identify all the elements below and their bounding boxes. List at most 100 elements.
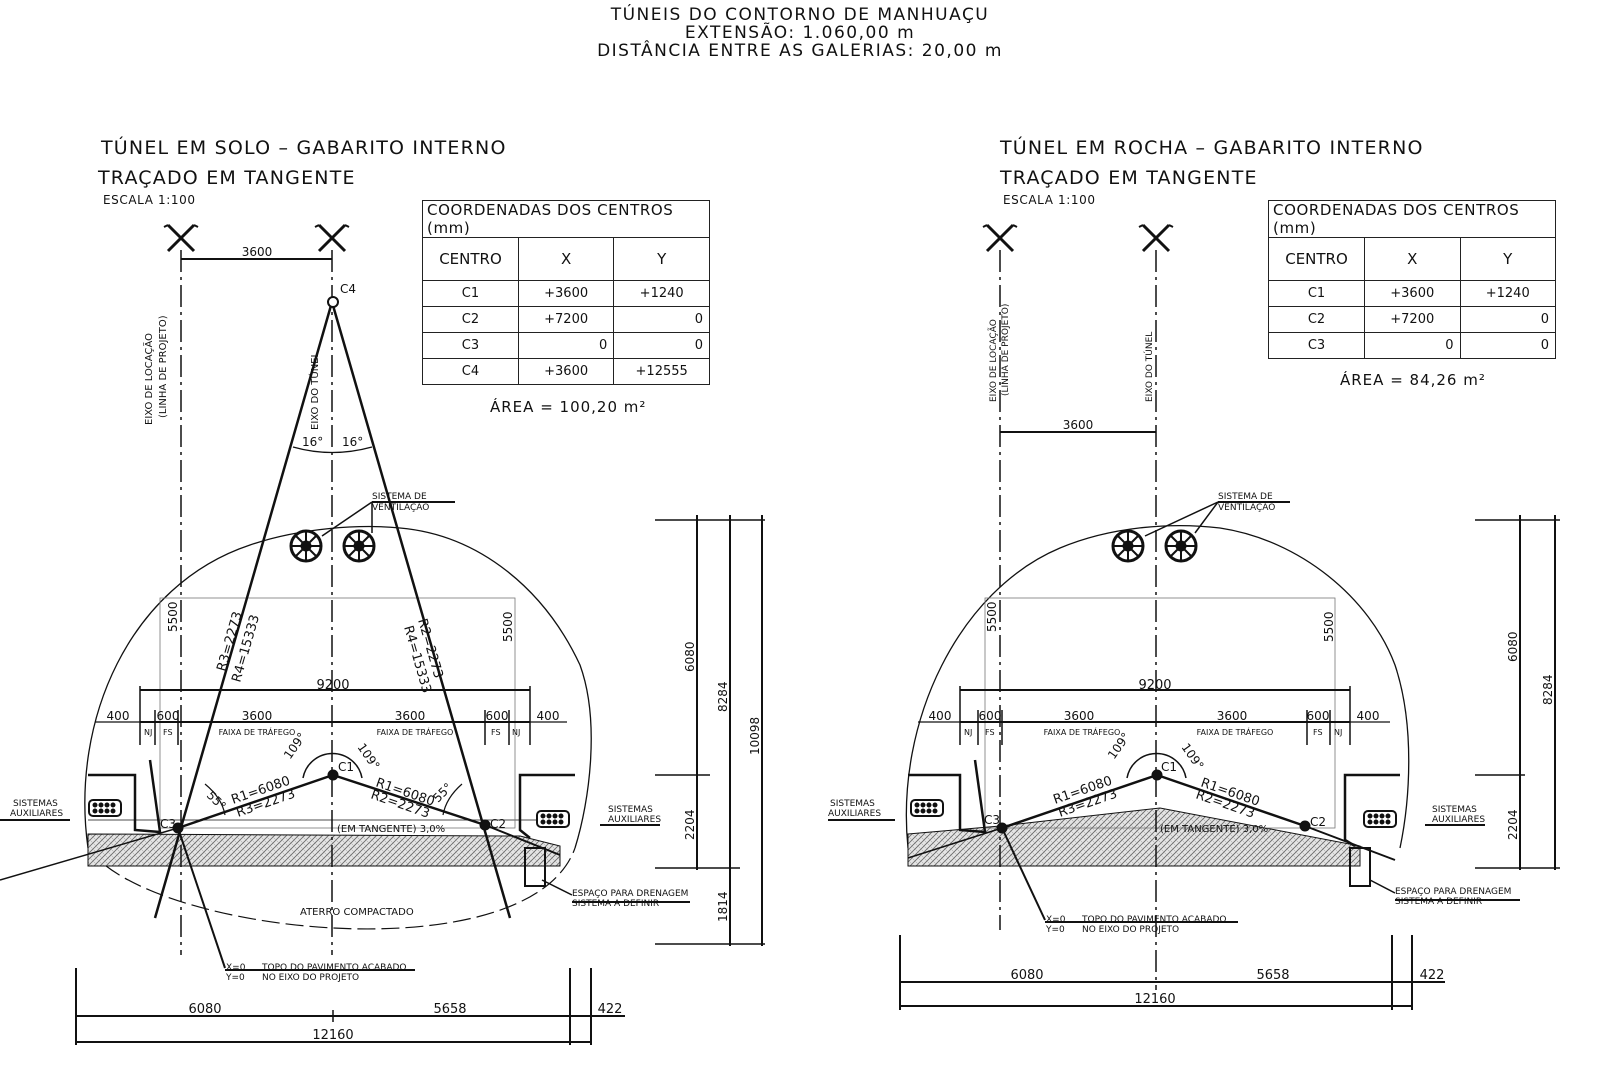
right-c1-point [1151, 769, 1163, 781]
right-fs-label-r: FS [1313, 728, 1323, 737]
left-curb-left [88, 759, 162, 834]
right-no-eixo-label: NO EIXO DO PROJETO [1082, 925, 1179, 935]
right-dim-6080-b: 6080 [1010, 968, 1043, 983]
right-axis-marker [981, 223, 1019, 253]
right-subtitle: TRAÇADO EM TANGENTE [1000, 167, 1258, 189]
right-dim-5500-l: 5500 [985, 601, 999, 632]
left-aux-line [484, 824, 561, 856]
left-fs-label: FS [163, 728, 173, 737]
right-sist-aux-r: SISTEMAS [1432, 805, 1477, 815]
header-line-2: EXTENSÃO: 1.060,00 m [684, 23, 916, 43]
left-sist-vent-label-2: VENTILAÇÃO [372, 502, 429, 513]
table-cell: 0 [1459, 332, 1556, 359]
right-nj-label: NJ [964, 728, 972, 737]
left-dim-600-l: 600 [157, 709, 180, 723]
left-nj-label-r: NJ [512, 728, 520, 737]
left-dim-5500-r: 5500 [501, 611, 515, 642]
left-dim-3600-top: 3600 [242, 245, 273, 259]
right-sist-vent-label: SISTEMA DE [1218, 492, 1273, 502]
left-c3-point [172, 822, 184, 834]
left-dim-5500-l: 5500 [166, 601, 180, 632]
left-dim-400-l: 400 [107, 709, 130, 723]
left-title: TÚNEL EM SOLO – GABARITO INTERNO [101, 137, 507, 159]
left-nj-label: NJ [144, 728, 152, 737]
table-cell: +3600 [517, 358, 615, 385]
left-c1-label: C1 [338, 760, 354, 774]
left-dim-6080-b: 6080 [188, 1002, 221, 1017]
table-row: C1 +3600 +1240 [422, 280, 710, 307]
right-fan-icon [1111, 529, 1145, 563]
right-dim-2204-v: 2204 [1506, 809, 1520, 840]
left-dim-3600-a: 3600 [242, 709, 273, 723]
right-em-tangente: (EM TANGENTE) 3,0% [1160, 824, 1268, 835]
left-leader-line [321, 501, 373, 537]
left-fan-icon [342, 529, 376, 563]
left-drenagem-label-2: SISTEMA A DEFINIR [572, 899, 659, 909]
right-faixa-label: FAIXA DE TRÁFEGO [1044, 726, 1121, 737]
right-sist-vent-label-2: VENTILAÇÃO [1218, 502, 1275, 513]
left-dim-9200: 9200 [316, 678, 349, 693]
left-faixa-label: FAIXA DE TRÁFEGO [219, 726, 296, 737]
left-aux-icon [88, 799, 122, 817]
right-y0-label: Y=0 [1045, 925, 1065, 935]
header-line-1: TÚNEIS DO CONTORNO DE MANHUAÇU [610, 5, 990, 25]
table-cell: C2 [422, 306, 519, 333]
left-em-tangente: (EM TANGENTE) 3,0% [337, 824, 445, 835]
left-c4-point [327, 296, 339, 308]
right-leader-line [1001, 827, 1046, 921]
right-tunnel-crown [905, 525, 1410, 849]
header-line-3: DISTÂNCIA ENTRE AS GALERIAS: 20,00 m [597, 41, 1003, 61]
left-drenagem-label: ESPAÇO PARA DRENAGEM [572, 889, 688, 899]
left-drain-box [524, 847, 546, 887]
left-coordinates-table: COORDENADAS DOS CENTROS (mm) CENTRO X Y … [422, 200, 710, 385]
left-sist-aux-r: SISTEMAS [608, 805, 653, 815]
left-dim-400-r: 400 [537, 709, 560, 723]
left-fs-label-r: FS [491, 728, 501, 737]
right-clearance-box [984, 597, 1336, 829]
left-tunnel-drawing [0, 223, 765, 1045]
right-dim-422-b: 422 [1420, 968, 1445, 983]
right-dim-12160-b: 12160 [1134, 992, 1175, 1007]
left-axis-marker [313, 223, 351, 253]
right-c3-label: C3 [984, 813, 1000, 827]
left-tunnel-crown [84, 525, 592, 849]
left-dim-2204-v: 2204 [683, 809, 697, 840]
right-coordinates-table: COORDENADAS DOS CENTROS (mm) CENTRO X Y … [1267, 200, 1556, 359]
left-x0-label: X=0 [226, 963, 246, 973]
right-x0-label: X=0 [1046, 915, 1066, 925]
left-curb-right [518, 773, 575, 839]
right-aux-icon [910, 799, 944, 817]
right-curb-left [908, 759, 987, 834]
left-sist-vent-label: SISTEMA DE [372, 492, 427, 502]
right-c3-point [996, 822, 1008, 834]
right-drain-box [1349, 847, 1371, 887]
right-scale: ESCALA 1:100 [1003, 193, 1096, 207]
right-angle-arc [1126, 752, 1187, 779]
right-dim-9200: 9200 [1138, 678, 1171, 693]
right-dim-600-l: 600 [979, 709, 1002, 723]
table-header-x: X [1364, 237, 1461, 281]
right-leader-line [1144, 501, 1219, 537]
left-aux-line [0, 827, 179, 881]
right-dim-6080-v: 6080 [1506, 631, 1520, 662]
left-angle-arc [442, 783, 463, 816]
table-cell: +1240 [613, 280, 710, 307]
left-scale: ESCALA 1:100 [103, 193, 196, 207]
right-tunnel-drawing [828, 223, 1560, 1010]
left-eixo-locacao-label-2: (LINHA DE PROJETO) [158, 315, 169, 418]
right-eixo-tunel-label: EIXO DO TÚNEL [1143, 332, 1155, 402]
left-dim-8284-v: 8284 [716, 681, 730, 712]
left-fan-icon [289, 529, 323, 563]
right-aux-icon [1363, 810, 1397, 828]
right-faixa-label-2: FAIXA DE TRÁFEGO [1197, 726, 1274, 737]
table-cell: 0 [1459, 306, 1556, 333]
right-sist-aux-r-2: AUXILIARES [1432, 815, 1485, 825]
right-c2-label: C2 [1310, 815, 1326, 829]
right-c2-point [1299, 820, 1311, 832]
left-axis-marker [162, 223, 200, 253]
right-r1-line [1001, 773, 1158, 830]
left-c4-label: C4 [340, 282, 356, 296]
right-fan-icon [1164, 529, 1198, 563]
right-dim-3600-a: 3600 [1064, 709, 1095, 723]
